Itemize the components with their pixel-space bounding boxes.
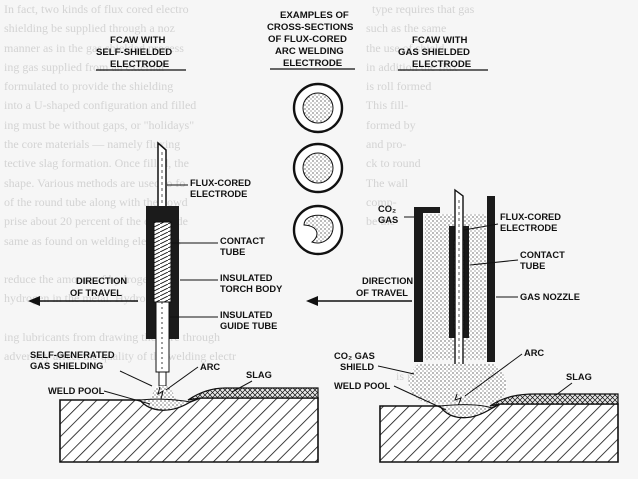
left-flux-cored-line-2: ELECTRODE xyxy=(190,189,247,199)
left-label-slag: SLAG xyxy=(231,370,272,393)
right-label-co2-gas: CO₂ GAS xyxy=(378,204,414,225)
right-weld-pool-label: WELD POOL xyxy=(334,381,391,391)
title-center: EXAMPLES OF CROSS-SECTIONS OF FLUX-CORED… xyxy=(267,10,355,70)
right-gas-shield-line-1: CO₂ GAS xyxy=(334,351,375,361)
background-text-line: such as the same xyxy=(258,21,447,36)
right-workpiece xyxy=(379,393,619,463)
right-direction-line-1: DIRECTION xyxy=(362,276,413,286)
left-label-insulated-guide-tube: INSULATED GUIDE TUBE xyxy=(170,310,277,331)
left-slag-label: SLAG xyxy=(246,370,272,380)
left-torch-body-line-1: INSULATED xyxy=(220,273,273,283)
background-text-line: and pro- xyxy=(258,137,407,152)
right-co2-gas-line-2: GAS xyxy=(378,215,398,225)
background-text-line: comp- xyxy=(258,194,397,209)
background-text-line: is roll formed xyxy=(258,79,432,94)
left-label-flux-cored-electrode: FLUX-CORED ELECTRODE xyxy=(167,178,251,199)
background-text-line: In fact, two kinds of flux cored electro xyxy=(4,2,189,16)
right-direction-of-travel: DIRECTION OF TRAVEL xyxy=(306,276,413,306)
background-text-line: manner as in the gas shielded process xyxy=(4,40,184,55)
background-text-line: the core materials — namely fluxing xyxy=(4,137,181,152)
background-text-line: adversely affect the quality of the weld… xyxy=(4,349,237,364)
left-direction-line-1: DIRECTION xyxy=(76,276,127,286)
left-workpiece xyxy=(59,387,319,463)
cross-section-3 xyxy=(292,204,344,256)
left-torch-body-line-2: TORCH BODY xyxy=(220,284,283,294)
left-label-arc: ARC xyxy=(165,362,220,391)
left-contact-tube-line-2: TUBE xyxy=(220,247,245,257)
right-flux-cored-line-2: ELECTRODE xyxy=(500,223,557,233)
title-left: FCAW WITH SELF-SHIELDED ELECTRODE xyxy=(96,35,186,71)
gas-shielded-gun xyxy=(408,188,507,407)
background-text-line: formed by xyxy=(258,117,416,132)
left-direction-line-2: OF TRAVEL xyxy=(70,288,122,298)
background-text-line: ck to round xyxy=(366,156,421,171)
left-weld-pool-label: WELD POOL xyxy=(48,386,105,396)
background-text-line: shielding be supplied through a noz xyxy=(4,21,175,36)
right-co2-gas-line-1: CO₂ xyxy=(378,204,396,214)
title-right-line-1: FCAW WITH xyxy=(412,35,467,46)
right-contact-tube-line-2: TUBE xyxy=(520,261,545,271)
title-right-line-3: ELECTRODE xyxy=(412,59,472,70)
title-center-line-5: ELECTRODE xyxy=(283,58,343,69)
background-text-line: ing must be without gaps, or "holidays" xyxy=(4,117,195,132)
left-label-self-generated-gas: SELF-GENERATED GAS SHIELDING xyxy=(30,350,153,387)
left-label-weld-pool: WELD POOL xyxy=(48,386,151,405)
right-label-slag: SLAG xyxy=(555,372,592,396)
background-text-line: reduce the amount of hydrogen c xyxy=(4,272,163,287)
background-text-line: be the xyxy=(366,214,395,229)
left-gas-shielding-line-2: GAS SHIELDING xyxy=(30,361,103,371)
background-text-line: The wall xyxy=(365,175,409,190)
left-label-contact-tube: CONTACT TUBE xyxy=(172,236,265,257)
title-right-line-2: GAS SHIELDED xyxy=(398,47,470,58)
title-right: FCAW WITH GAS SHIELDED ELECTRODE xyxy=(398,35,488,71)
self-shielded-gun xyxy=(146,141,179,400)
left-gas-shielding-line-1: SELF-GENERATED xyxy=(30,350,115,360)
left-contact-tube-line-1: CONTACT xyxy=(220,236,265,246)
right-flux-cored-line-1: FLUX-CORED xyxy=(500,212,561,222)
title-center-line-2: CROSS-SECTIONS xyxy=(267,22,354,33)
background-text-line: shape. Various methods are used to fo xyxy=(4,175,186,190)
left-arc-label: ARC xyxy=(200,362,220,372)
left-guide-tube-line-2: GUIDE TUBE xyxy=(220,321,277,331)
title-left-line-1: FCAW WITH xyxy=(110,35,165,46)
background-text-line: type requires that gas xyxy=(258,2,475,16)
left-flux-cored-line-1: FLUX-CORED xyxy=(190,178,251,188)
background-text-line: of the round tube along with the powd xyxy=(4,194,188,209)
right-arrow-head xyxy=(306,296,318,306)
background-text-line: into a U-shaped configuration and filled xyxy=(4,98,197,113)
left-direction-of-travel: DIRECTION OF TRAVEL xyxy=(28,276,138,306)
right-label-co2-gas-shield: CO₂ GAS SHIELD xyxy=(334,351,415,375)
right-label-weld-pool: WELD POOL xyxy=(334,381,447,411)
right-slag-label: SLAG xyxy=(566,372,592,382)
background-text-line: formulated to provide the shielding xyxy=(4,79,174,94)
title-center-line-4: ARC WELDING xyxy=(275,46,344,57)
background-text-line: This fill- xyxy=(365,98,409,113)
right-gas-shield-line-2: SHIELD xyxy=(340,362,374,372)
background-text-line: the use of shield- xyxy=(258,40,449,55)
right-arc-label: ARC xyxy=(524,348,544,358)
cross-section-2 xyxy=(292,142,344,194)
title-center-line-3: OF FLUX-CORED xyxy=(268,34,347,45)
left-guide-tube-line-1: INSULATED xyxy=(220,310,273,320)
right-direction-line-2: OF TRAVEL xyxy=(356,288,408,298)
right-gas-nozzle-label: GAS NOZZLE xyxy=(520,292,580,302)
title-center-line-1: EXAMPLES OF xyxy=(280,10,349,21)
right-label-arc: ARC xyxy=(464,348,544,397)
title-left-line-2: SELF-SHIELDED xyxy=(96,47,172,58)
right-label-flux-cored-electrode: FLUX-CORED ELECTRODE xyxy=(463,212,561,233)
right-label-contact-tube: CONTACT TUBE xyxy=(469,250,565,271)
left-arrow-head xyxy=(28,296,40,306)
title-left-line-3: ELECTRODE xyxy=(110,59,170,70)
right-contact-tube-line-1: CONTACT xyxy=(520,250,565,260)
left-label-insulated-torch-body: INSULATED TORCH BODY xyxy=(180,273,283,294)
cross-section-1 xyxy=(292,82,344,134)
right-label-gas-nozzle: GAS NOZZLE xyxy=(496,292,580,302)
